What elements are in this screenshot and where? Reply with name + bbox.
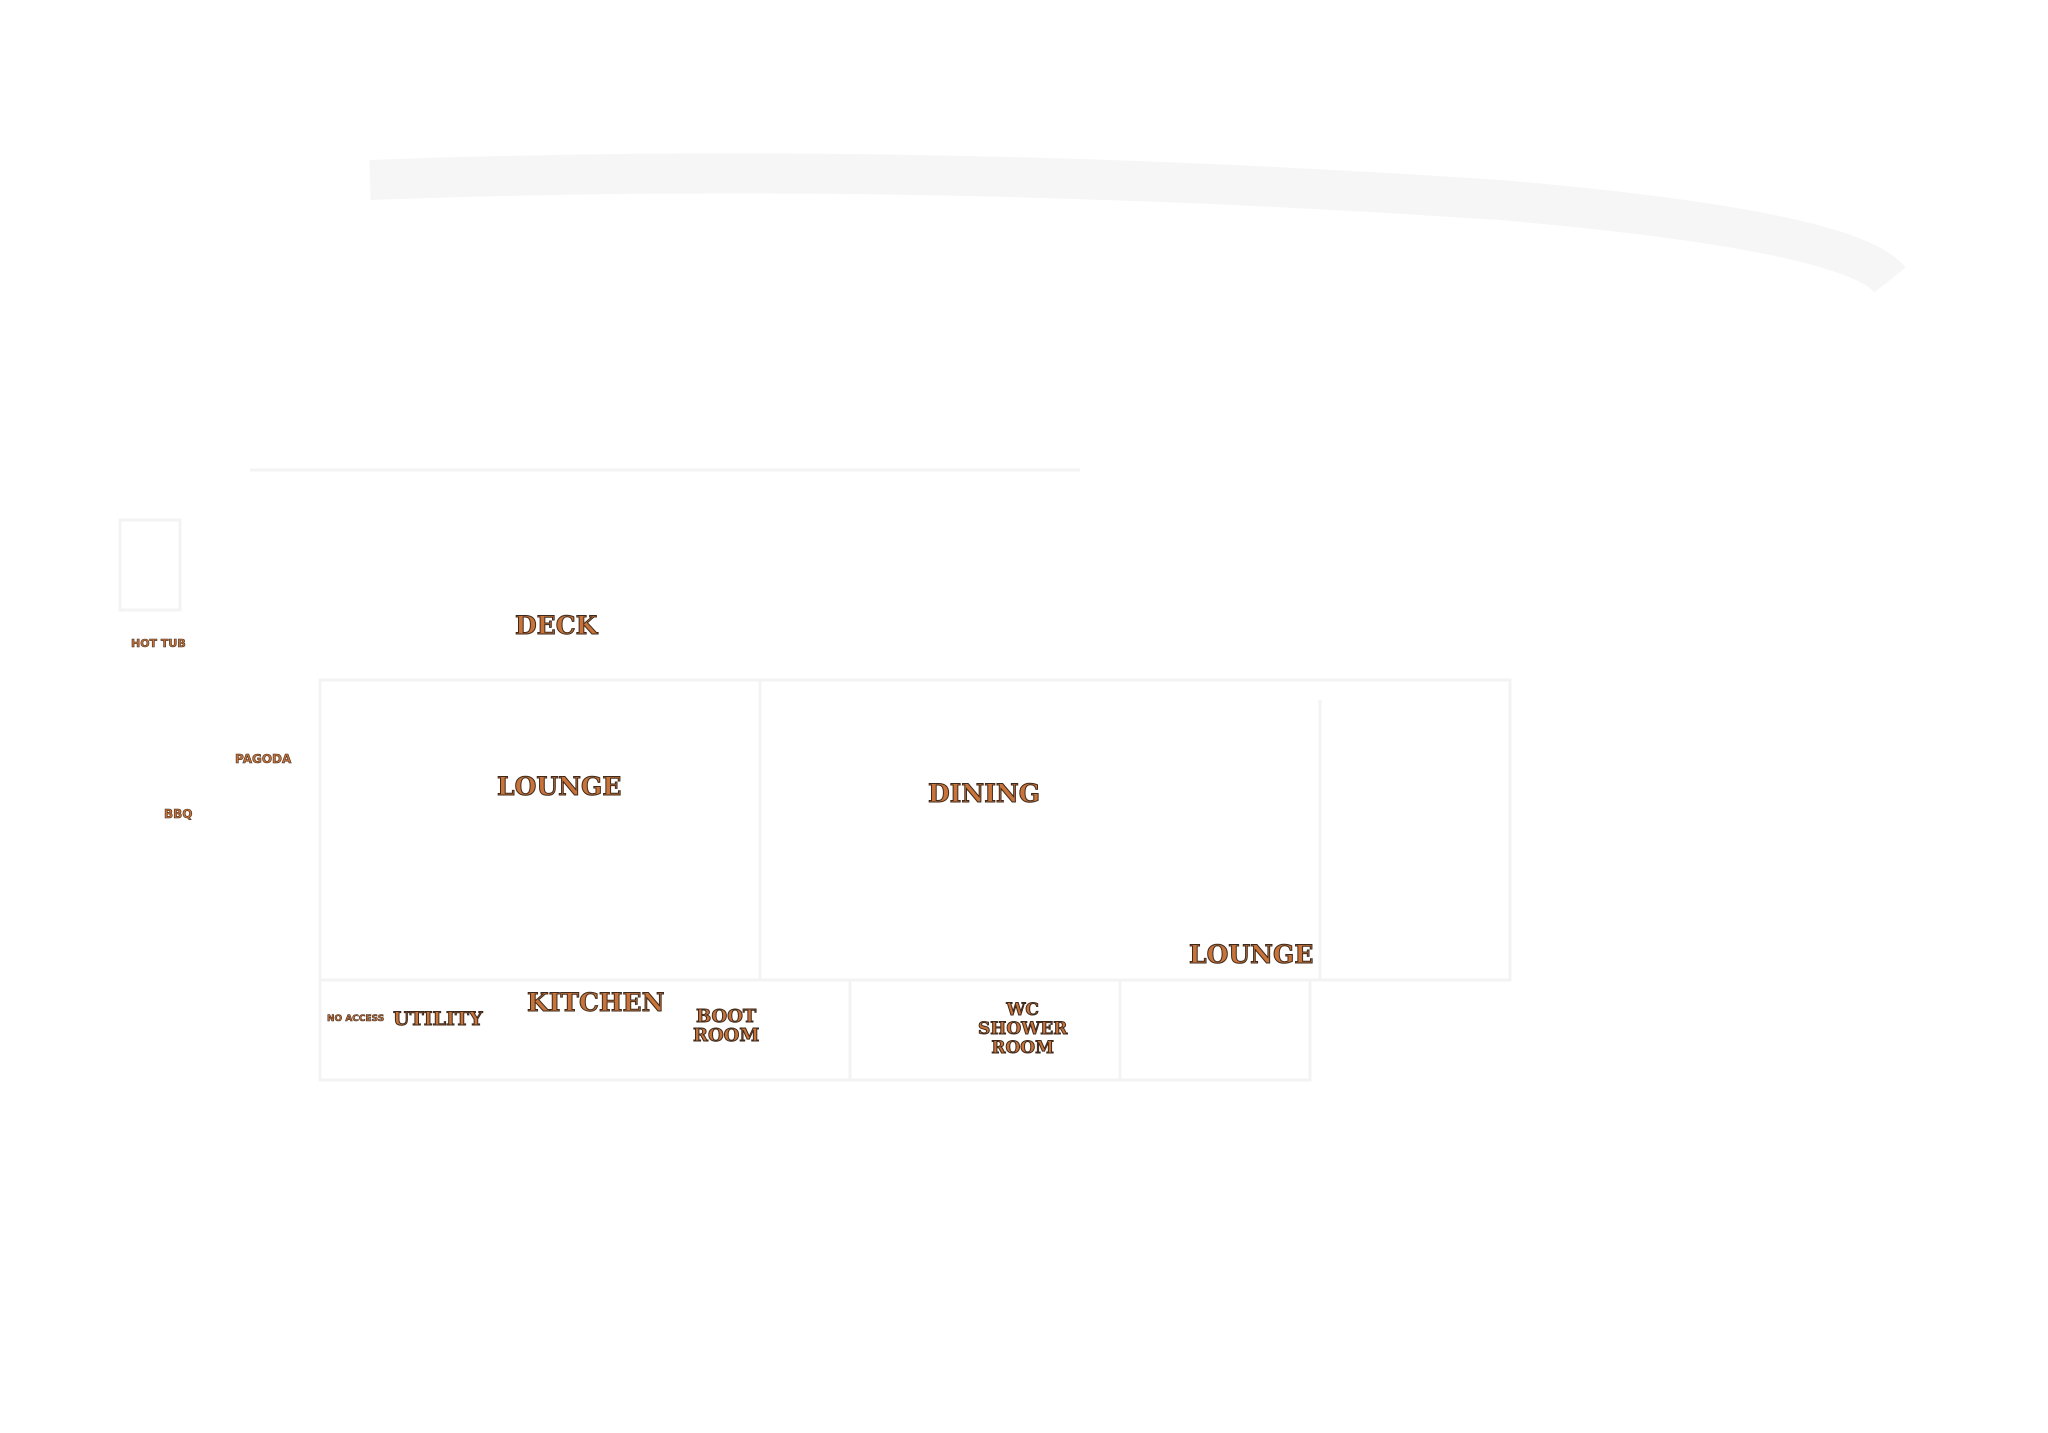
ghost-house-outline	[318, 678, 1512, 982]
room-label-boot-room-line-1: BOOT	[695, 1006, 757, 1027]
ghost-hot-tub	[118, 518, 182, 612]
room-label-lounge-east: LOUNGE	[1188, 940, 1314, 969]
room-label-no-access-text: NO ACCESS	[327, 1014, 385, 1024]
room-label-bbq-text: BBQ	[164, 807, 193, 821]
room-label-pagoda: PAGODA	[235, 752, 292, 766]
room-label-deck: DECK	[514, 611, 598, 640]
room-label-lounge-west-text: LOUNGE	[496, 772, 622, 801]
room-label-lounge-east-text: LOUNGE	[1188, 940, 1314, 969]
room-label-lounge-west: LOUNGE	[496, 772, 622, 801]
room-label-pagoda-text: PAGODA	[235, 752, 292, 766]
room-label-utility: UTILITY	[393, 1008, 484, 1030]
room-label-wc-shower-room-line-1: WC	[1006, 1000, 1040, 1020]
room-label-wc-shower-room-line-3: ROOM	[991, 1038, 1055, 1058]
room-label-wc-shower-room-line-2: SHOWER	[977, 1019, 1068, 1039]
room-label-kitchen-text: KITCHEN	[526, 988, 665, 1017]
room-label-boot-room: BOOT ROOM	[692, 1006, 760, 1046]
room-label-no-access: NO ACCESS	[327, 1014, 385, 1024]
room-label-wc-shower-room: WC SHOWER ROOM	[977, 1000, 1068, 1058]
room-label-utility-text: UTILITY	[393, 1008, 484, 1030]
room-label-hot-tub: HOT TUB	[131, 637, 186, 650]
ghost-lower-rooms	[318, 978, 1312, 1082]
room-label-bbq: BBQ	[164, 807, 193, 821]
ghost-walls	[118, 153, 1906, 1082]
room-label-boot-room-line-2: ROOM	[692, 1025, 760, 1046]
room-label-kitchen: KITCHEN	[526, 988, 665, 1017]
room-label-dining: DINING	[927, 779, 1041, 808]
room-label-deck-text: DECK	[514, 611, 598, 640]
room-label-dining-text: DINING	[927, 779, 1041, 808]
room-label-hot-tub-text: HOT TUB	[131, 637, 186, 650]
